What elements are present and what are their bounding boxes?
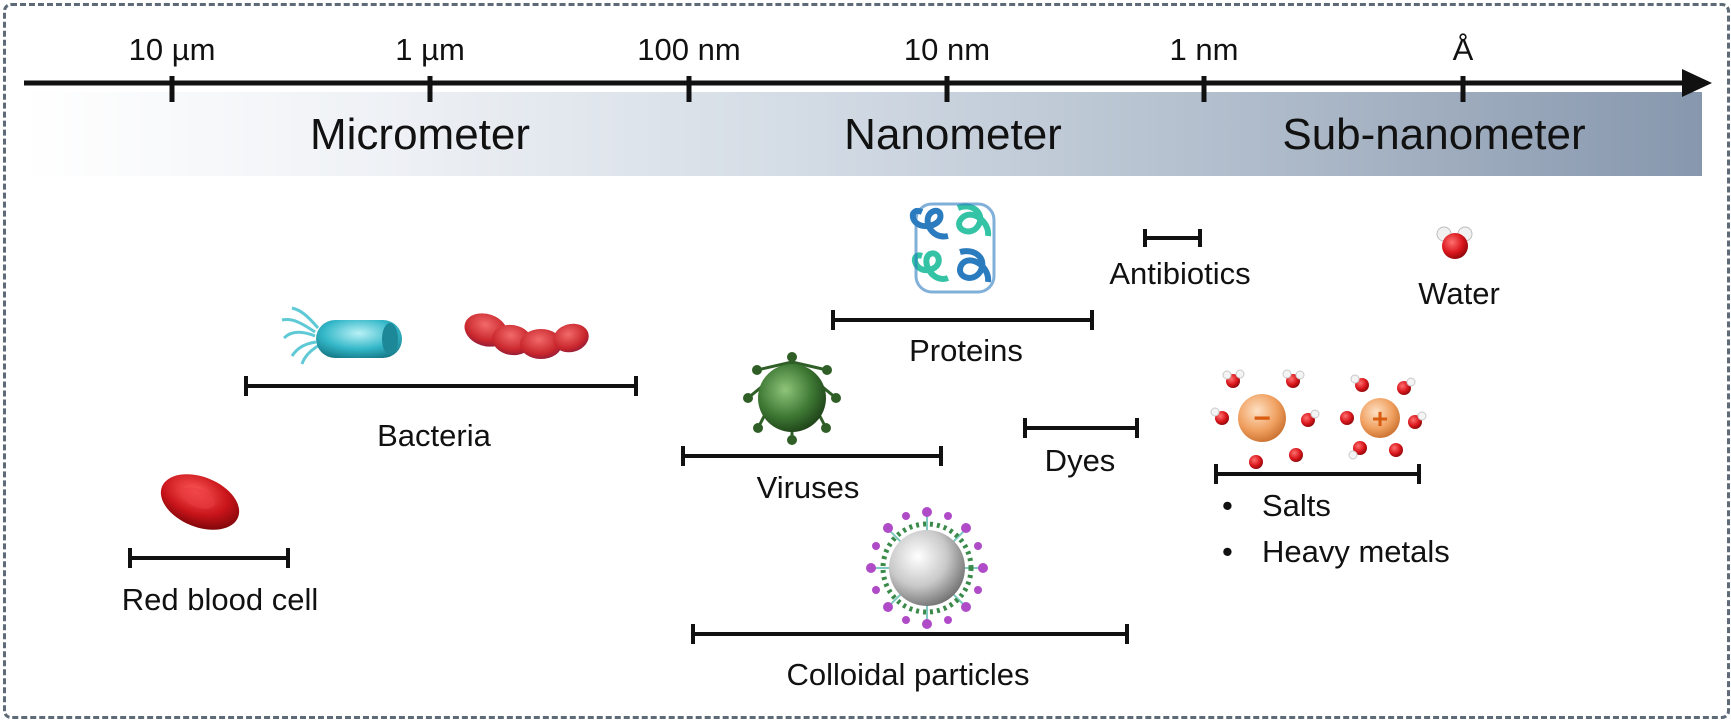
range-bar-red-blood-cell [128,548,290,568]
region-label-sub-nanometer: Sub-nanometer [1282,110,1586,159]
heavy-metals-list-item: • Heavy metals [1222,534,1450,570]
water-molecule-icon [1436,226,1473,259]
range-bar-viruses [681,446,943,466]
tick-label-1nm: 1 nm [1169,32,1239,67]
label-dyes: Dyes [1044,443,1116,478]
colloidal-particle-icon [866,507,988,629]
region-label-nanometer: Nanometer [844,110,1062,159]
label-antibiotics: Antibiotics [1109,256,1251,291]
range-bar-bacteria [244,376,638,396]
label-red-blood-cell: Red blood cell [121,582,319,617]
cocci-bacteria-icon [464,313,589,359]
label-colloidal-particles: Colloidal particles [786,657,1030,692]
tick-label-10um: 10 µm [128,32,216,67]
range-bar-salts [1214,464,1421,484]
tick-label-1um: 1 µm [395,32,465,67]
salts-list-item: • Salts [1222,488,1331,524]
anion-sign: − [1253,402,1271,435]
label-proteins: Proteins [909,333,1023,368]
label-heavy-metals: Heavy metals [1262,534,1450,569]
tick-label-10nm: 10 nm [903,32,991,67]
tick-label-angstrom: Å [1452,32,1474,67]
label-bacteria: Bacteria [377,418,491,453]
bullet-icon: • [1222,534,1233,569]
range-bar-colloidal-particles [691,624,1129,644]
virus-icon [743,352,841,445]
axis-arrowhead [1682,69,1712,97]
red-blood-cell-icon [160,474,240,530]
range-bar-proteins [831,310,1094,330]
cation-sign: + [1372,403,1388,434]
scale-gradient-band [22,92,1702,176]
region-label-micrometer: Micrometer [309,110,531,159]
hydrated-cation-icon: + [1340,374,1427,460]
range-bar-antibiotics [1143,229,1202,247]
protein-icon [910,202,996,294]
rod-bacterium-icon [281,306,402,365]
label-water: Water [1418,276,1500,311]
bullet-icon: • [1222,488,1233,523]
label-viruses: Viruses [756,470,860,505]
label-salts: Salts [1262,488,1331,523]
tick-label-100nm: 100 nm [637,32,741,67]
hydrated-anion-icon: − [1210,369,1320,469]
range-bar-dyes [1023,418,1139,438]
